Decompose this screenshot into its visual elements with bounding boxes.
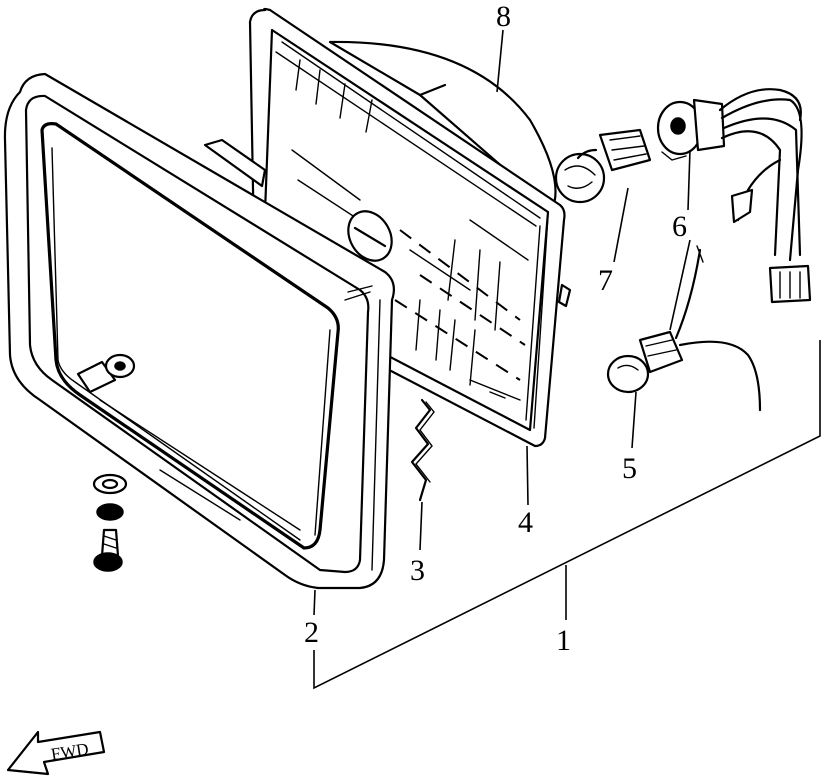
- callout-3: 3: [410, 554, 425, 587]
- callout-8: 8: [496, 0, 511, 33]
- fwd-label: FWD: [50, 739, 90, 764]
- mounting-screw-set: [92, 473, 128, 572]
- left-arrow-icon: [6, 730, 106, 776]
- headlight-bulb: [554, 128, 652, 204]
- callout-6: 6: [672, 210, 687, 243]
- leader-lines: [313, 29, 821, 690]
- callout-4: 4: [518, 506, 533, 539]
- callout-5: 5: [622, 452, 637, 485]
- callout-2: 2: [304, 616, 319, 649]
- lens-pattern: [291, 59, 529, 401]
- bulb-socket-harness: [656, 88, 812, 304]
- adjuster-clip: [76, 353, 136, 394]
- spring-clip: [410, 398, 435, 502]
- callout-1: 1: [556, 624, 571, 657]
- fwd-direction-indicator: FWD: [6, 730, 106, 776]
- position-lamp-socket: [606, 245, 762, 412]
- callout-7: 7: [598, 264, 613, 297]
- headlight-rim-housing: [3, 72, 395, 590]
